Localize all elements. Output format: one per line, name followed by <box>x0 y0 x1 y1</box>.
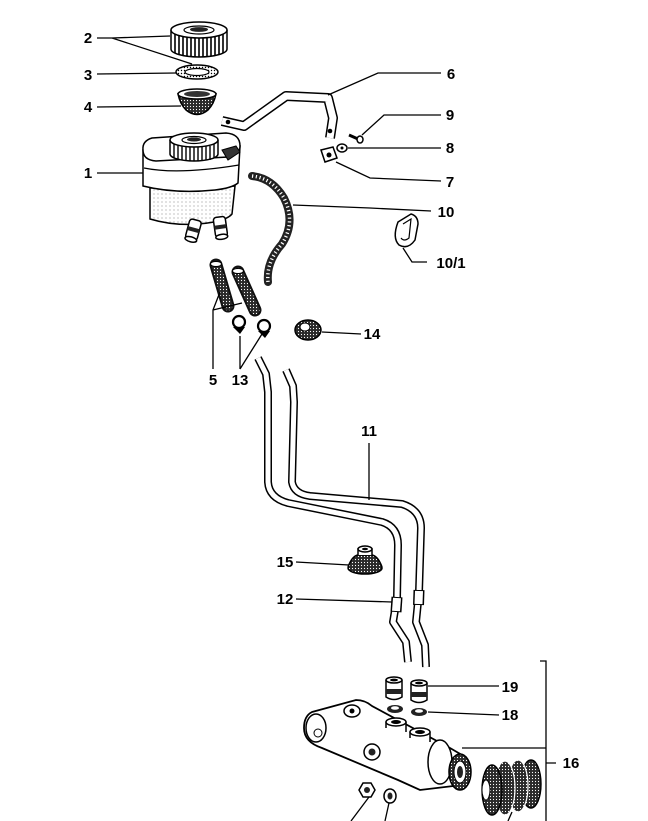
lock-washer <box>383 788 397 804</box>
leader-line-bottom <box>350 796 513 821</box>
dust-boot <box>481 759 542 816</box>
callout-6: 6 <box>447 66 455 83</box>
vent-hose <box>248 172 294 286</box>
brake-lines <box>254 356 430 668</box>
callout-5: 5 <box>209 372 217 389</box>
callout-1: 1 <box>84 165 92 182</box>
leader-line-9 <box>361 114 441 136</box>
leader-line-18 <box>427 711 500 716</box>
callout-15: 15 <box>277 554 294 571</box>
port-seals <box>387 705 427 716</box>
fluid-reservoir <box>142 132 241 243</box>
mounting-bracket <box>220 91 338 139</box>
screw <box>348 133 364 144</box>
callout-13: 13 <box>232 372 249 389</box>
hose-clip <box>394 213 419 248</box>
leader-line-12 <box>295 598 393 603</box>
leader-lines <box>96 35 556 821</box>
connecting-hoses <box>209 258 262 317</box>
callout-11: 11 <box>361 423 377 440</box>
callout-19: 19 <box>502 679 519 696</box>
callout-9: 9 <box>446 107 454 124</box>
callout-16: 16 <box>563 755 580 772</box>
leader-line-16 <box>462 660 556 821</box>
callout-labels: 2 3 4 1 6 9 8 7 10 10/1 5 13 14 11 15 12… <box>84 30 580 772</box>
callout-3: 3 <box>84 67 92 84</box>
leader-line-4 <box>96 105 182 108</box>
callout-12: 12 <box>277 591 294 608</box>
leader-line-13 <box>239 333 263 370</box>
clip-nut <box>320 146 338 163</box>
leader-line-5 <box>212 291 243 369</box>
leader-line-14 <box>321 331 362 335</box>
leader-line-15 <box>295 561 350 566</box>
leader-line-3 <box>96 72 177 75</box>
callout-10: 10 <box>438 204 455 221</box>
callout-4: 4 <box>84 99 93 116</box>
filler-cap <box>170 21 228 58</box>
leader-line-6 <box>327 72 441 96</box>
leader-line-10-1 <box>402 247 427 263</box>
strainer-cup <box>177 88 217 116</box>
hose-clamps <box>231 314 272 338</box>
hex-nut <box>358 782 376 798</box>
small-washer <box>336 143 348 153</box>
rubber-grommet <box>347 545 383 575</box>
callout-8: 8 <box>446 140 454 157</box>
callout-18: 18 <box>502 707 519 724</box>
callout-7: 7 <box>446 174 454 191</box>
leader-line-10 <box>292 204 432 212</box>
leader-line-7 <box>335 161 442 182</box>
leader-line-2 <box>97 35 193 65</box>
master-cylinder <box>303 699 472 791</box>
callout-10-1: 10/1 <box>436 255 465 272</box>
grommet <box>294 319 322 341</box>
reservoir-fittings <box>385 676 428 704</box>
callout-14: 14 <box>364 326 381 343</box>
callout-2: 2 <box>84 30 92 47</box>
washer-ring <box>175 64 219 80</box>
